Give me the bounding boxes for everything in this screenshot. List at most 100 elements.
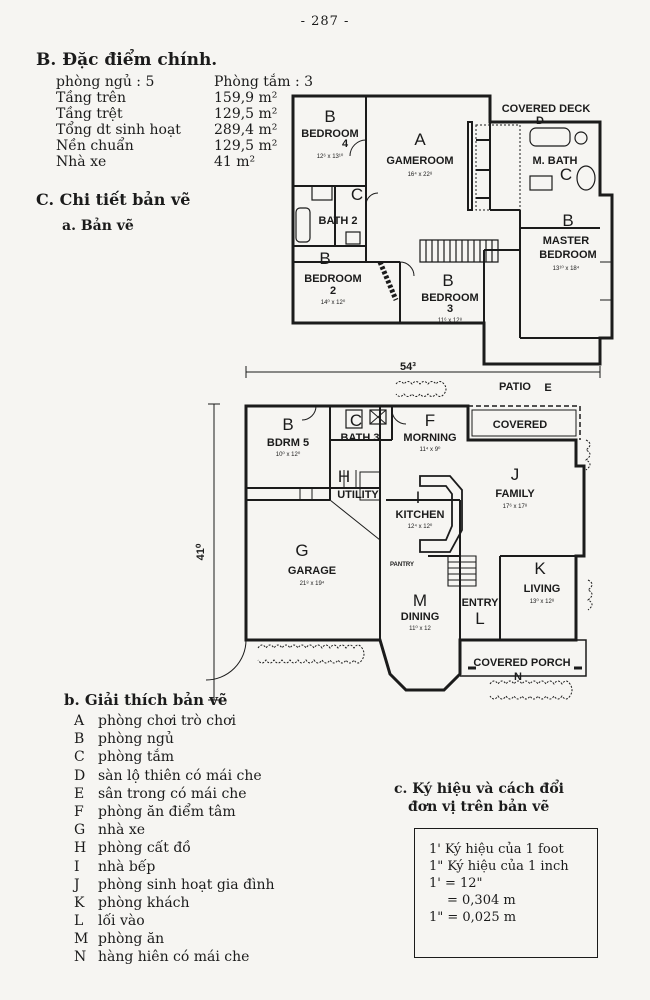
legend-letter: F	[74, 803, 84, 820]
room-dimension: 21⁸ x 19⁴	[300, 580, 325, 587]
room-dimension: 13¹⁰ x 18⁴	[553, 265, 580, 272]
feature-label: Nền chuẩn	[56, 138, 134, 154]
room-label-pantry: PANTRY	[390, 562, 414, 568]
legend-letter: B	[74, 731, 85, 748]
room-dimension: 12⁴ x 12⁰	[408, 523, 433, 530]
legend-letter: A	[74, 713, 85, 729]
room-letter: H	[338, 467, 350, 486]
legend-text: sàn lộ thiên có mái che	[98, 767, 262, 784]
room-label-covered-deck: COVERED DECK	[502, 103, 591, 115]
legend-text: nhà bếp	[98, 858, 156, 875]
unit-line: 1" Ký hiệu của 1 inch	[429, 859, 569, 874]
room-label-patio: PATIO	[499, 381, 531, 393]
units-title-line: đơn vị trên bản vẽ	[408, 799, 550, 815]
room-letter: B	[282, 415, 293, 434]
legend-text: phòng sinh hoạt gia đình	[98, 876, 275, 893]
legend-letter: K	[74, 894, 85, 911]
feature-value: 41 m²	[214, 154, 256, 170]
dimension-width: 54³	[400, 361, 416, 373]
room-letter: M	[413, 591, 427, 610]
legend-letter: I	[74, 858, 80, 875]
room-number: 4	[342, 138, 349, 150]
units-box: 1' Ký hiệu của 1 foot 1" Ký hiệu của 1 i…	[414, 828, 598, 958]
room-dimension: 16⁴ x 22⁸	[408, 171, 433, 178]
room-number: 3	[447, 303, 453, 315]
room-label-master-bedroom: BEDROOM	[539, 249, 596, 261]
feature-label: phòng ngủ : 5	[56, 74, 155, 90]
legend-text: phòng cất đồ	[98, 840, 191, 857]
legend-text: phòng chơi trò chơi	[98, 713, 237, 729]
unit-line: 1' = 12"	[429, 876, 483, 891]
room-label-dining: DINING	[401, 611, 440, 623]
room-label-master: MASTER	[543, 235, 590, 247]
legend-letter: C	[74, 749, 85, 766]
room-label-living: LIVING	[524, 583, 561, 595]
feature-row: Tầng trệt 129,5 m²	[56, 106, 313, 122]
legend-text: phòng tắm	[98, 749, 175, 766]
room-number: 2	[330, 285, 336, 297]
legend-text: hàng hiên có mái che	[98, 949, 250, 966]
feature-label: Tổng dt sinh hoạt	[56, 122, 181, 138]
room-letter: N	[514, 671, 522, 683]
legend-letter: D	[74, 767, 86, 784]
section-c-title: C. Chi tiết bản vẽ	[36, 190, 191, 209]
units-title-line: c. Ký hiệu và cách đổi	[394, 781, 564, 797]
feature-row: Nhà xe 41 m²	[56, 154, 313, 170]
room-letter: C	[560, 165, 572, 184]
unit-line: 1" = 0,025 m	[429, 910, 517, 925]
room-label-garage: GARAGE	[288, 565, 336, 577]
legend-text: sân trong có mái che	[98, 785, 247, 802]
feature-label: Tầng trên	[56, 90, 126, 106]
room-label-bdrm-5: BDRM 5	[267, 437, 309, 449]
room-letter: C	[350, 411, 362, 430]
room-dimension: 11⁶ x 12⁸	[438, 317, 463, 324]
page-number: - 287 -	[300, 14, 350, 29]
room-letter: G	[295, 541, 308, 560]
room-letter: D	[536, 115, 544, 127]
legend-letter: H	[74, 840, 87, 857]
legend-text: phòng ăn điểm tâm	[98, 803, 236, 820]
feature-label: Nhà xe	[56, 154, 107, 170]
room-dimension: 13⁰ x 12⁸	[530, 598, 555, 605]
legend-text: phòng khách	[98, 894, 190, 911]
legend-letter: E	[74, 785, 85, 802]
room-label-gameroom: GAMEROOM	[386, 155, 453, 167]
room-dimension: 12⁶ x 13¹⁰	[317, 153, 344, 160]
upper-floor-plan	[291, 94, 614, 366]
feature-label: Tầng trệt	[56, 106, 123, 122]
room-label-bath-3: BATH 3	[341, 432, 380, 444]
room-letter: K	[534, 559, 546, 578]
feature-value: 129,5 m²	[214, 106, 278, 122]
ground-floor-plan	[205, 366, 601, 701]
room-label-utility: UTILITY	[337, 489, 379, 501]
room-letter: B	[324, 107, 335, 126]
dimension-depth: 41⁰	[195, 543, 207, 560]
room-letter: B	[319, 249, 330, 268]
room-letter: E	[544, 382, 551, 394]
room-label-kitchen: KITCHEN	[396, 509, 445, 521]
legend-letter: G	[74, 822, 86, 839]
room-label-entry: ENTRY	[462, 597, 500, 609]
legend-letter: M	[74, 931, 89, 948]
room-label-bedroom-3: BEDROOM	[421, 292, 478, 304]
legend-text: phòng ăn	[98, 931, 165, 948]
legend-text: lối vào	[98, 913, 145, 930]
room-letter: F	[425, 411, 435, 430]
drawing-subtitle: a. Bản vẽ	[62, 218, 134, 234]
